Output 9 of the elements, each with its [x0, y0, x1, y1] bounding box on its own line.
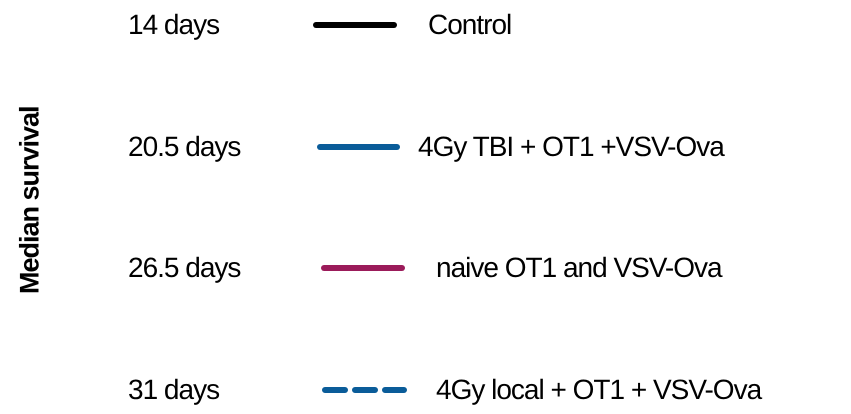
- survival-value: 26.5 days: [128, 254, 240, 282]
- survival-value: 31 days: [128, 376, 220, 404]
- axis-title: Median survival: [14, 106, 46, 294]
- legend-label: 4Gy TBI + OT1 +VSV-Ova: [418, 133, 724, 161]
- survival-value: 14 days: [128, 11, 220, 39]
- legend-label: naive OT1 and VSV-Ova: [436, 254, 722, 282]
- survival-value: 20.5 days: [128, 133, 240, 161]
- legend-label: 4Gy local + OT1 + VSV-Ova: [436, 376, 762, 404]
- legend-label: Control: [428, 11, 512, 39]
